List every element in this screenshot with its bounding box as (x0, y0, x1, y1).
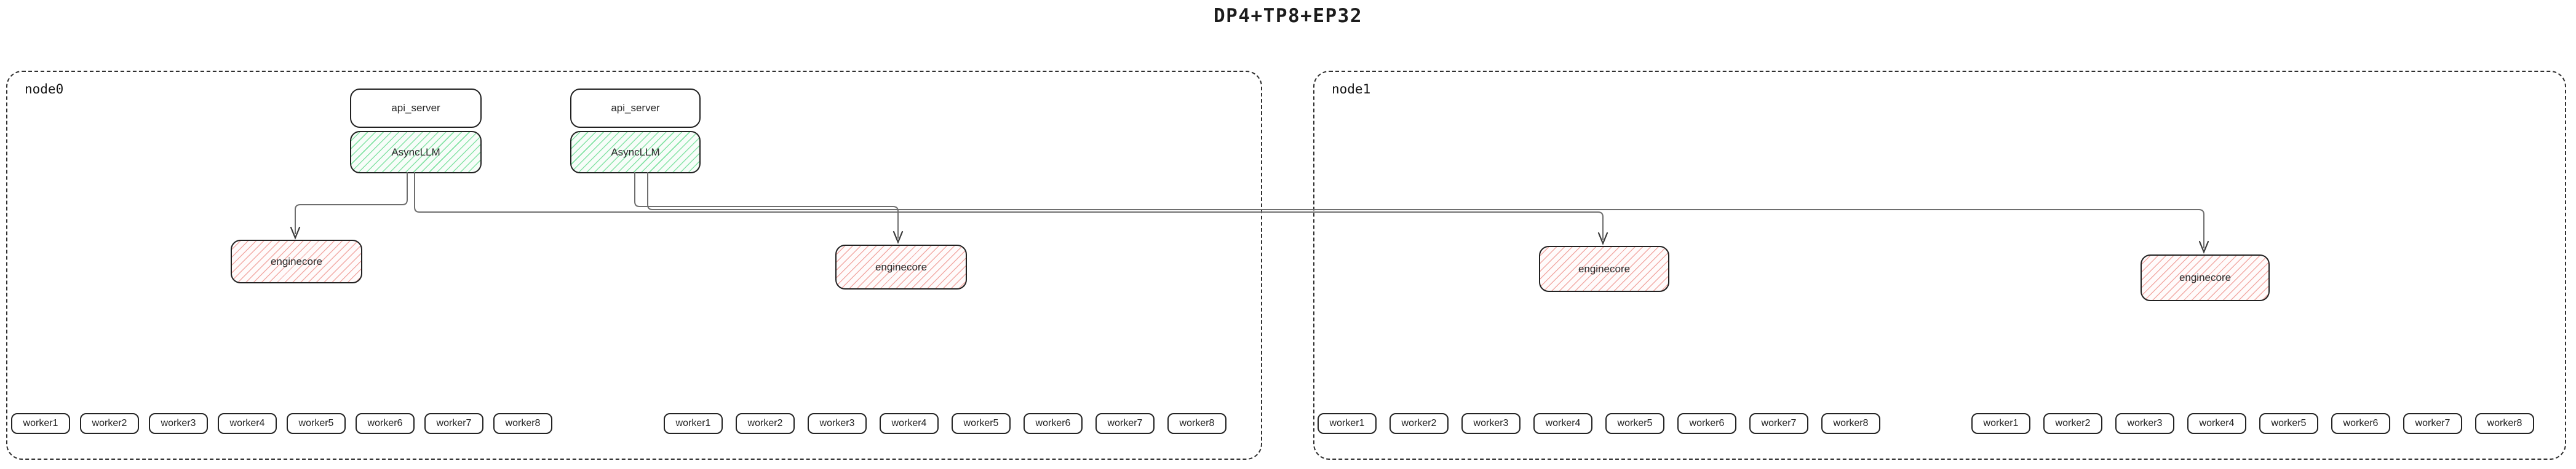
cluster-node1-label: node1 (1332, 82, 1371, 97)
worker-group-node1-2: worker1 worker2 worker3 worker4 worker5 worke… (1971, 413, 2534, 434)
worker-chip: worker5 (952, 413, 1011, 434)
worker-chip: worker7 (1749, 413, 1808, 434)
worker-group-node0-1: worker1 worker2 worker3 worker4 worker5 worke… (11, 413, 552, 434)
worker-chip: worker8 (1821, 413, 1880, 434)
asyncllm-box-1: AsyncLLM (350, 131, 482, 173)
enginecore-box-node0-1: enginecore (231, 240, 362, 283)
worker-chip: worker6 (1024, 413, 1083, 434)
worker-chip: worker4 (2187, 413, 2246, 434)
worker-chip: worker4 (1533, 413, 1592, 434)
worker-chip: worker8 (2475, 413, 2534, 434)
enginecore-box-node1-1: enginecore (1539, 246, 1669, 292)
worker-chip: worker8 (1167, 413, 1226, 434)
worker-group-node0-2: worker1 worker2 worker3 worker4 worker5 worke… (664, 413, 1226, 434)
worker-chip: worker4 (218, 413, 277, 434)
worker-chip: worker5 (1605, 413, 1664, 434)
worker-chip: worker3 (808, 413, 867, 434)
diagram-title: DP4+TP8+EP32 (1214, 5, 1362, 27)
worker-chip: worker3 (2115, 413, 2174, 434)
worker-chip: worker1 (1318, 413, 1377, 434)
worker-chip: worker4 (880, 413, 939, 434)
worker-chip: worker3 (149, 413, 208, 434)
worker-chip: worker5 (287, 413, 346, 434)
worker-chip: worker6 (2331, 413, 2390, 434)
worker-chip: worker1 (11, 413, 70, 434)
worker-chip: worker1 (664, 413, 723, 434)
api-server-box-1: api_server (350, 89, 482, 128)
asyncllm-box-2: AsyncLLM (570, 131, 701, 173)
worker-chip: worker2 (2043, 413, 2102, 434)
worker-chip: worker3 (1461, 413, 1521, 434)
worker-chip: worker2 (1389, 413, 1449, 434)
worker-chip: worker1 (1971, 413, 2030, 434)
worker-chip: worker2 (80, 413, 139, 434)
worker-chip: worker7 (1095, 413, 1155, 434)
worker-group-node1-1: worker1 worker2 worker3 worker4 worker5 worke… (1318, 413, 1880, 434)
worker-chip: worker7 (424, 413, 483, 434)
enginecore-box-node0-2: enginecore (835, 245, 967, 290)
worker-chip: worker5 (2259, 413, 2318, 434)
worker-chip: worker2 (736, 413, 795, 434)
worker-chip: worker6 (356, 413, 415, 434)
api-server-box-2: api_server (570, 89, 701, 128)
worker-chip: worker8 (493, 413, 552, 434)
worker-chip: worker7 (2403, 413, 2462, 434)
enginecore-box-node1-2: enginecore (2141, 254, 2270, 301)
worker-chip: worker6 (1677, 413, 1736, 434)
cluster-node0: node0 api_server AsyncLLM api_server Asy… (6, 71, 1262, 460)
cluster-node0-label: node0 (25, 82, 64, 97)
